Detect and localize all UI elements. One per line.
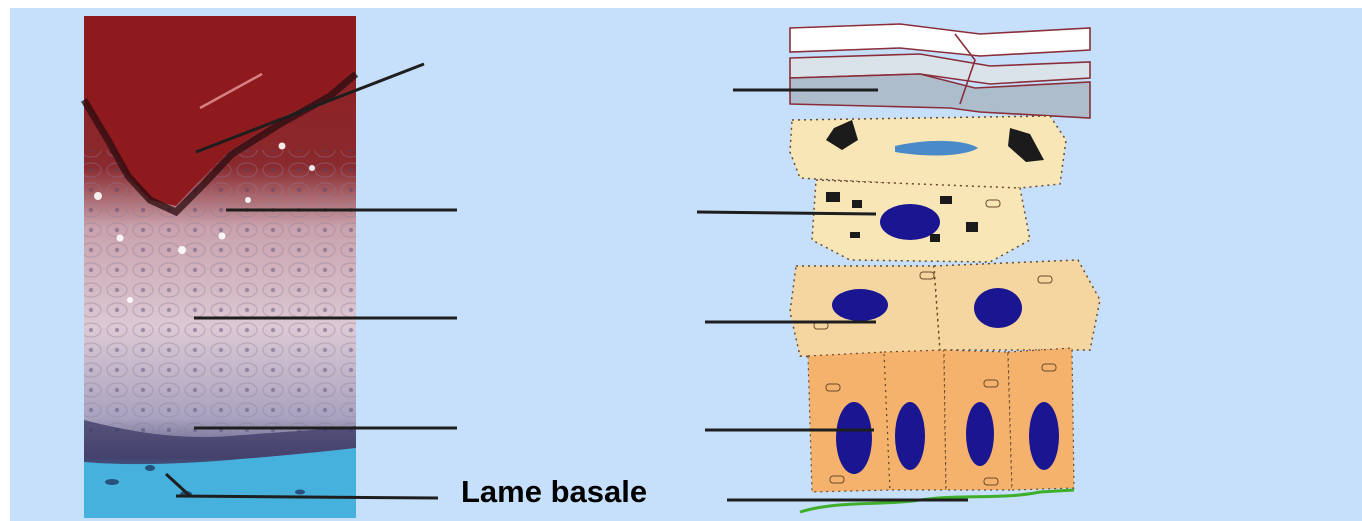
spinous-nucleus-left xyxy=(832,289,888,321)
leader-line-schema-granulosum xyxy=(697,212,876,214)
basal-lamina-label: Lame basale xyxy=(461,474,647,510)
basal-nucleus-1 xyxy=(836,402,872,474)
histology-micrograph xyxy=(84,16,356,518)
stratum-granulosum xyxy=(812,180,1030,262)
epidermis-schematic xyxy=(790,24,1100,512)
basal-nucleus-4 xyxy=(1029,402,1059,470)
corneum-band-1 xyxy=(790,24,1090,56)
stratum-spinosum xyxy=(790,260,1100,362)
micrograph-cell-texture xyxy=(84,150,356,440)
basal-nucleus-3 xyxy=(966,402,994,466)
leader-line-micro-lamina xyxy=(176,496,438,498)
stratum-granulosum-upper xyxy=(790,116,1066,190)
basal-nucleus-2 xyxy=(895,402,925,470)
stratum-corneum xyxy=(790,24,1090,118)
spinous-nucleus-right xyxy=(974,288,1022,328)
